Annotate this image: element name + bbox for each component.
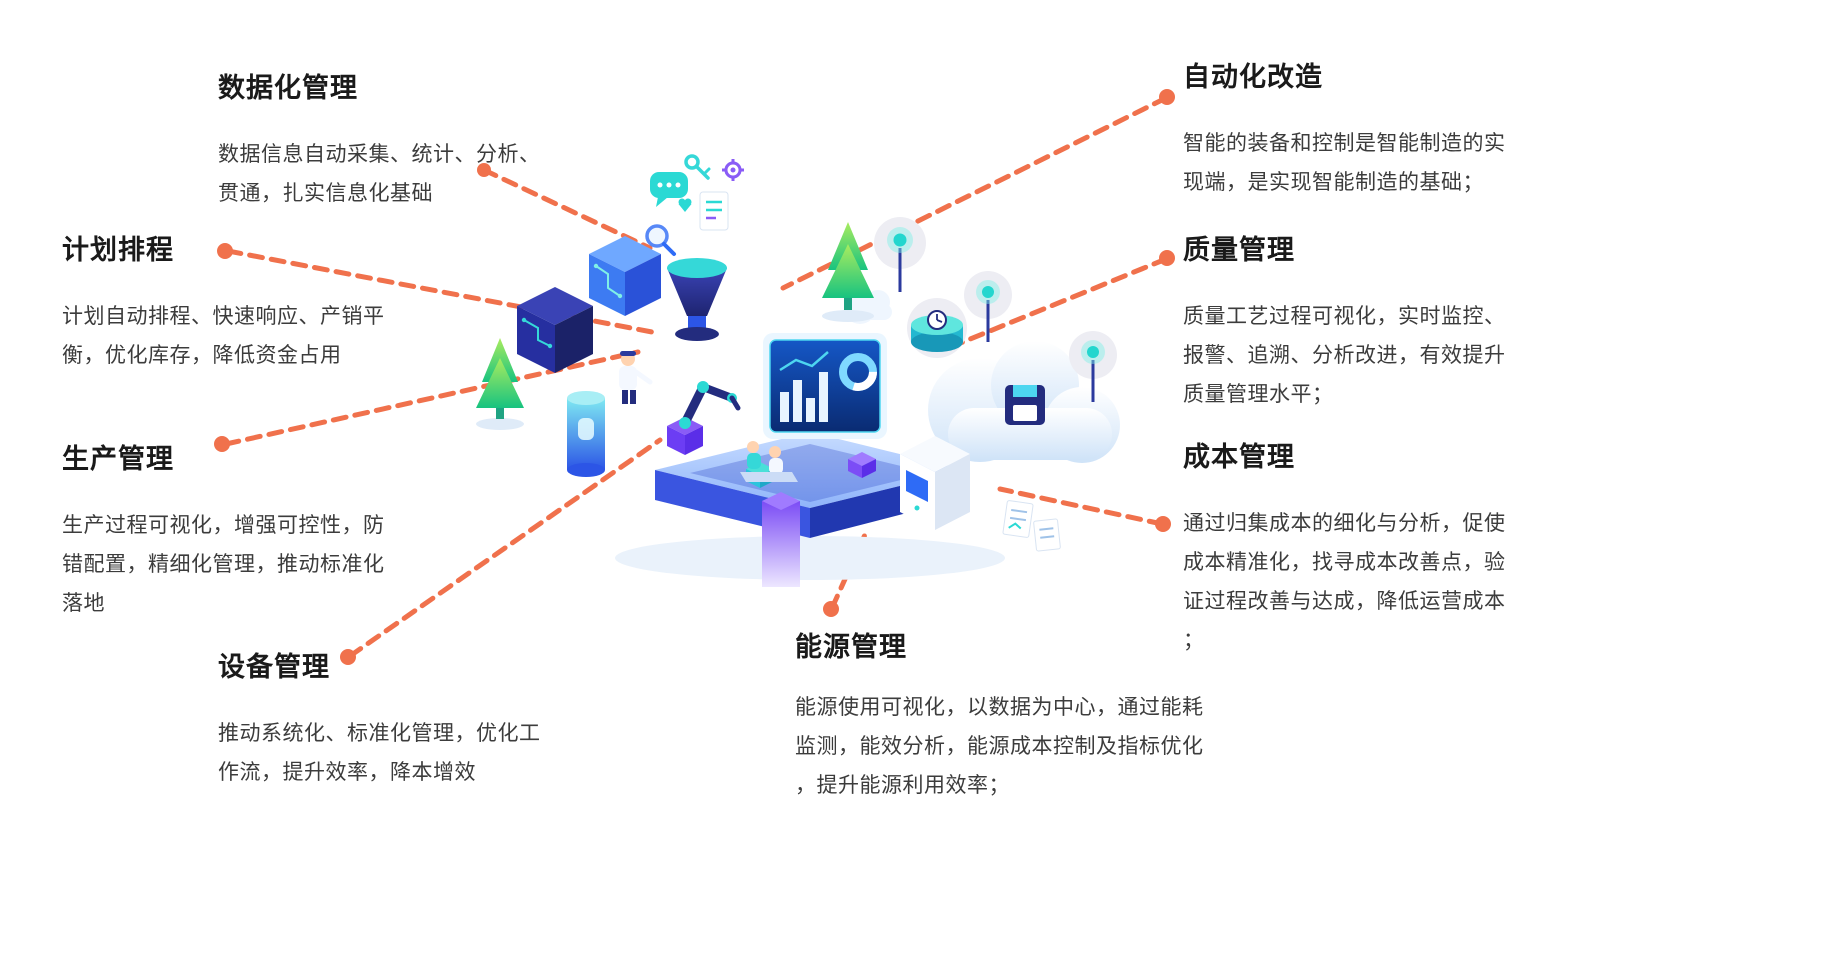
papers-icon xyxy=(1002,500,1061,552)
section-title: 计划排程 xyxy=(62,235,174,265)
ground-shadow xyxy=(615,536,1005,580)
section-equipment-management: 设备管理 推动系统化、标准化管理，优化工 作流，提升效率，降本增效 xyxy=(218,645,568,792)
section-body: 生产过程可视化，增强可控性，防 错配置，精细化管理，推动标准化 落地 xyxy=(62,514,385,615)
section-title: 质量管理 xyxy=(1183,235,1295,265)
section-title: 自动化改造 xyxy=(1183,62,1323,92)
section-title: 能源管理 xyxy=(795,632,907,662)
heart-icon xyxy=(678,198,692,212)
data-cube-blue xyxy=(589,236,661,316)
key-icon xyxy=(684,154,711,180)
tree-icon xyxy=(476,338,524,430)
section-energy-management: 能源管理 能源使用可视化，以数据为中心，通过能耗 监测，能效分析，能源成本控制及… xyxy=(795,625,1225,805)
street-lamp xyxy=(1069,331,1117,402)
section-title: 设备管理 xyxy=(218,652,330,682)
donut-chart xyxy=(839,353,877,391)
section-automation-upgrade: 自动化改造 智能的装备和控制是智能制造的实 现端，是实现智能制造的基础； xyxy=(1183,55,1533,202)
section-body: 推动系统化、标准化管理，优化工 作流，提升效率，降本增效 xyxy=(218,722,541,784)
section-data-management: 数据化管理 数据信息自动采集、统计、分析、 贯通，扎实信息化基础 xyxy=(218,66,568,213)
cloud-icon xyxy=(928,341,1120,463)
tree-icon xyxy=(822,222,874,322)
seated-figures xyxy=(740,441,798,482)
worker-figure xyxy=(619,351,653,404)
monitor-screen xyxy=(763,333,887,439)
server-cabinet xyxy=(900,436,970,530)
street-lamp xyxy=(964,271,1012,342)
document-icon xyxy=(699,191,729,231)
section-planning-scheduling: 计划排程 计划自动排程、快速响应、产销平 衡，优化库存，降低资金占用 xyxy=(62,228,412,375)
section-title: 成本管理 xyxy=(1183,442,1295,472)
connector-dot-automation xyxy=(1159,89,1175,105)
section-body: 数据信息自动采集、统计、分析、 贯通，扎实信息化基础 xyxy=(218,143,541,205)
chat-bubble-icon xyxy=(650,172,688,207)
factory-illustration xyxy=(476,154,1120,587)
section-quality-management: 质量管理 质量工艺过程可视化，实时监控、 报警、追溯、分析改进，有效提升 质量管… xyxy=(1183,228,1533,414)
hopper-machine xyxy=(667,258,727,341)
section-body: 通过归集成本的细化与分析，促使 成本精准化，找寻成本改善点，验 证过程改善与达成… xyxy=(1183,512,1506,652)
section-body: 智能的装备和控制是智能制造的实 现端，是实现智能制造的基础； xyxy=(1183,132,1506,194)
connector-dot-cost xyxy=(1155,516,1171,532)
robotic-arm xyxy=(667,381,741,455)
pedestal-clock xyxy=(907,298,967,358)
section-production-management: 生产管理 生产过程可视化，增强可控性，防 错配置，精细化管理，推动标准化 落地 xyxy=(62,437,412,623)
magnifier-icon xyxy=(645,224,676,256)
purple-pillar xyxy=(762,492,800,587)
section-body: 计划自动排程、快速响应、产销平 衡，优化库存，降低资金占用 xyxy=(62,305,385,367)
cylinder-tank xyxy=(567,391,605,477)
connector-dot-quality xyxy=(1159,250,1175,266)
data-cube-navy xyxy=(517,287,593,373)
gear-icon xyxy=(722,159,744,181)
section-cost-management: 成本管理 通过归集成本的细化与分析，促使 成本精准化，找寻成本改善点，验 证过程… xyxy=(1183,435,1533,660)
section-title: 数据化管理 xyxy=(218,73,358,103)
street-lamp xyxy=(874,217,926,292)
section-body: 能源使用可视化，以数据为中心，通过能耗 监测，能效分析，能源成本控制及指标优化 … xyxy=(795,696,1204,797)
bar-chart xyxy=(779,351,829,422)
section-body: 质量工艺过程可视化，实时监控、 报警、追溯、分析改进，有效提升 质量管理水平； xyxy=(1183,305,1506,406)
section-title: 生产管理 xyxy=(62,444,174,474)
